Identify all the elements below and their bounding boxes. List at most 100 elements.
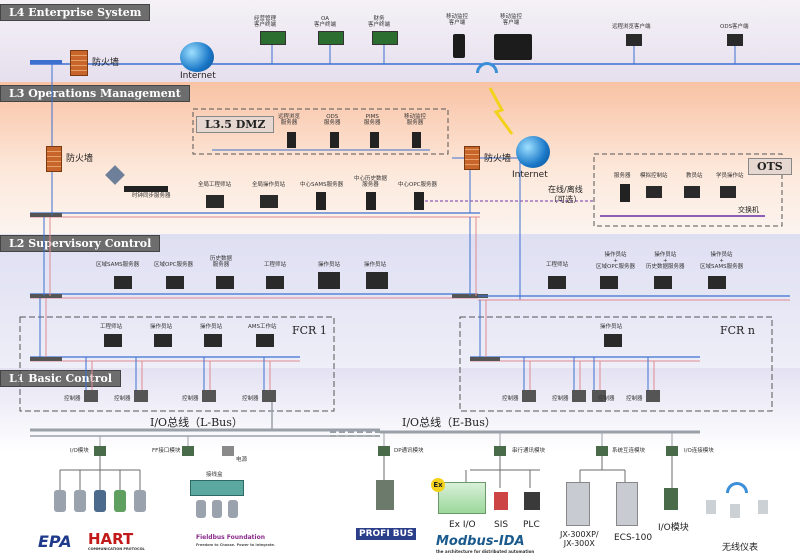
workstation-icon — [600, 276, 618, 289]
ots-node-label: 服务器 — [614, 173, 631, 179]
l2-station-label: 历史数据 服务器 — [210, 256, 233, 268]
hart-logo-subtitle: COMMUNICATION PROTOCOL — [88, 547, 145, 551]
fcr1-label: FCR 1 — [292, 324, 327, 337]
io-block-icon — [664, 488, 678, 510]
field-instrument-icon — [212, 500, 222, 518]
l4-internet-label: Internet — [180, 71, 216, 81]
field-instrument-icon — [74, 490, 86, 512]
workstation-icon — [646, 186, 662, 198]
profibus-device-icon — [376, 480, 394, 510]
workstation-icon — [266, 276, 284, 289]
tablet-client-label: 移动监控 客户端 — [500, 14, 523, 26]
firewall-icon — [464, 146, 480, 170]
lbus-label: I/O总线（L-Bus） — [150, 416, 243, 429]
time-server-label: 时钟同步服务器 — [132, 193, 171, 199]
ods-client-label: ODS客户端 — [720, 24, 749, 30]
laptop-icon — [318, 31, 344, 45]
l2-right-station-label: 工程师站 — [546, 262, 569, 268]
controller-label: 控制器 — [502, 396, 519, 402]
workstation-icon — [256, 334, 274, 347]
l2-right-station-label: 操作员站 + 区域SAMS服务器 — [700, 252, 744, 270]
controller-label: 控制器 — [242, 396, 259, 402]
controller-icon — [202, 390, 216, 402]
wireless-instrument-icon — [758, 500, 768, 514]
l2-band — [0, 234, 800, 368]
ebus-label: I/O总线（E-Bus） — [402, 416, 496, 429]
dmz-server-label: 远程浏览 服务器 — [278, 114, 301, 126]
controller-icon — [84, 390, 98, 402]
time-server-icon — [124, 186, 168, 192]
wireless-instrument-icon — [706, 500, 716, 514]
controller-label: 控制器 — [598, 396, 615, 402]
controller-icon — [592, 390, 606, 402]
fcr1-station-label: AMS工作站 — [248, 324, 277, 330]
l3-band — [0, 82, 800, 234]
io-link-module-icon — [666, 446, 678, 456]
controller-label: 控制器 — [114, 396, 131, 402]
l3-station-label: 中心历史数据 服务器 — [354, 176, 388, 188]
profibus-logo: PROFI BUS — [356, 528, 417, 540]
ex-logo: Ex — [431, 478, 445, 492]
controller-icon — [262, 390, 276, 402]
sis-device-icon — [494, 492, 508, 510]
workstation-icon — [204, 334, 222, 347]
wireless-instrument-icon — [730, 504, 740, 518]
io-block-label: I/O模块 — [658, 523, 689, 533]
laptop-label: OA 客户终端 — [314, 16, 337, 28]
server-icon — [620, 184, 630, 202]
serial-module-label: 串行通讯模块 — [512, 448, 546, 454]
tablet-icon — [494, 34, 532, 60]
workstation-icon — [708, 276, 726, 289]
server-icon — [414, 192, 424, 210]
controller-icon — [134, 390, 148, 402]
ecs-cabinet-icon — [616, 482, 638, 526]
wifi-icon — [726, 482, 748, 493]
ots-node-label: 学员操作站 — [716, 173, 744, 179]
io-module-icon — [94, 446, 106, 456]
ex-io-device-icon — [438, 482, 486, 514]
plc-label: PLC — [523, 520, 540, 530]
field-instrument-icon — [228, 500, 238, 518]
firewall-icon — [70, 50, 88, 76]
ff-module-label: FF接口模块 — [152, 448, 181, 454]
fcrn-station-label: 操作员站 — [600, 324, 623, 330]
controller-icon — [522, 390, 536, 402]
l2-station-label: 区域OPC服务器 — [154, 262, 193, 268]
server-icon — [412, 132, 421, 148]
l2-level-label: L2 Supervisory Control — [0, 235, 161, 252]
dmz-server-label: ODS 服务器 — [324, 114, 341, 126]
ff-module-icon — [182, 446, 194, 456]
internet-globe-icon — [516, 136, 550, 168]
dmz-label: L3.5 DMZ — [196, 116, 275, 133]
l2-right-station-label: 操作员站 + 历史数据服务器 — [646, 252, 685, 270]
server-icon — [366, 192, 376, 210]
hart-logo: HART — [88, 530, 134, 548]
controller-icon — [572, 390, 586, 402]
ots-node-label: 教员站 — [686, 173, 703, 179]
dmz-server-label: 移动监控 服务器 — [404, 114, 427, 126]
mobile-phone-icon — [453, 34, 465, 58]
workstation-icon — [548, 276, 566, 289]
io-module-label: I/O模块 — [70, 448, 89, 454]
power-icon — [222, 446, 234, 456]
jx-cabinet-icon — [566, 482, 590, 526]
server-icon — [330, 132, 339, 148]
junction-box-label: 接线盒 — [206, 472, 223, 478]
wifi-icon — [476, 62, 498, 73]
dp-module-label: DP通讯模块 — [394, 448, 424, 454]
l3-station-label: 全局操作员站 — [252, 182, 286, 188]
l3-station-label: 全局工程师站 — [198, 182, 232, 188]
workstation-icon — [166, 276, 184, 289]
field-instrument-icon — [196, 500, 206, 518]
io-link-module-label: I/O连接模块 — [684, 448, 714, 454]
laptop-icon — [260, 31, 286, 45]
laptop-label: 财务 客户终端 — [368, 16, 391, 28]
workstation-icon — [720, 186, 736, 198]
sys-module-icon — [596, 446, 608, 456]
plc-device-icon — [524, 492, 540, 510]
workstation-icon — [216, 276, 234, 289]
l2-station-label: 操作员站 — [364, 262, 387, 268]
l4-firewall-label: 防火墙 — [92, 58, 120, 68]
ex-io-label: Ex I/O — [449, 520, 476, 530]
